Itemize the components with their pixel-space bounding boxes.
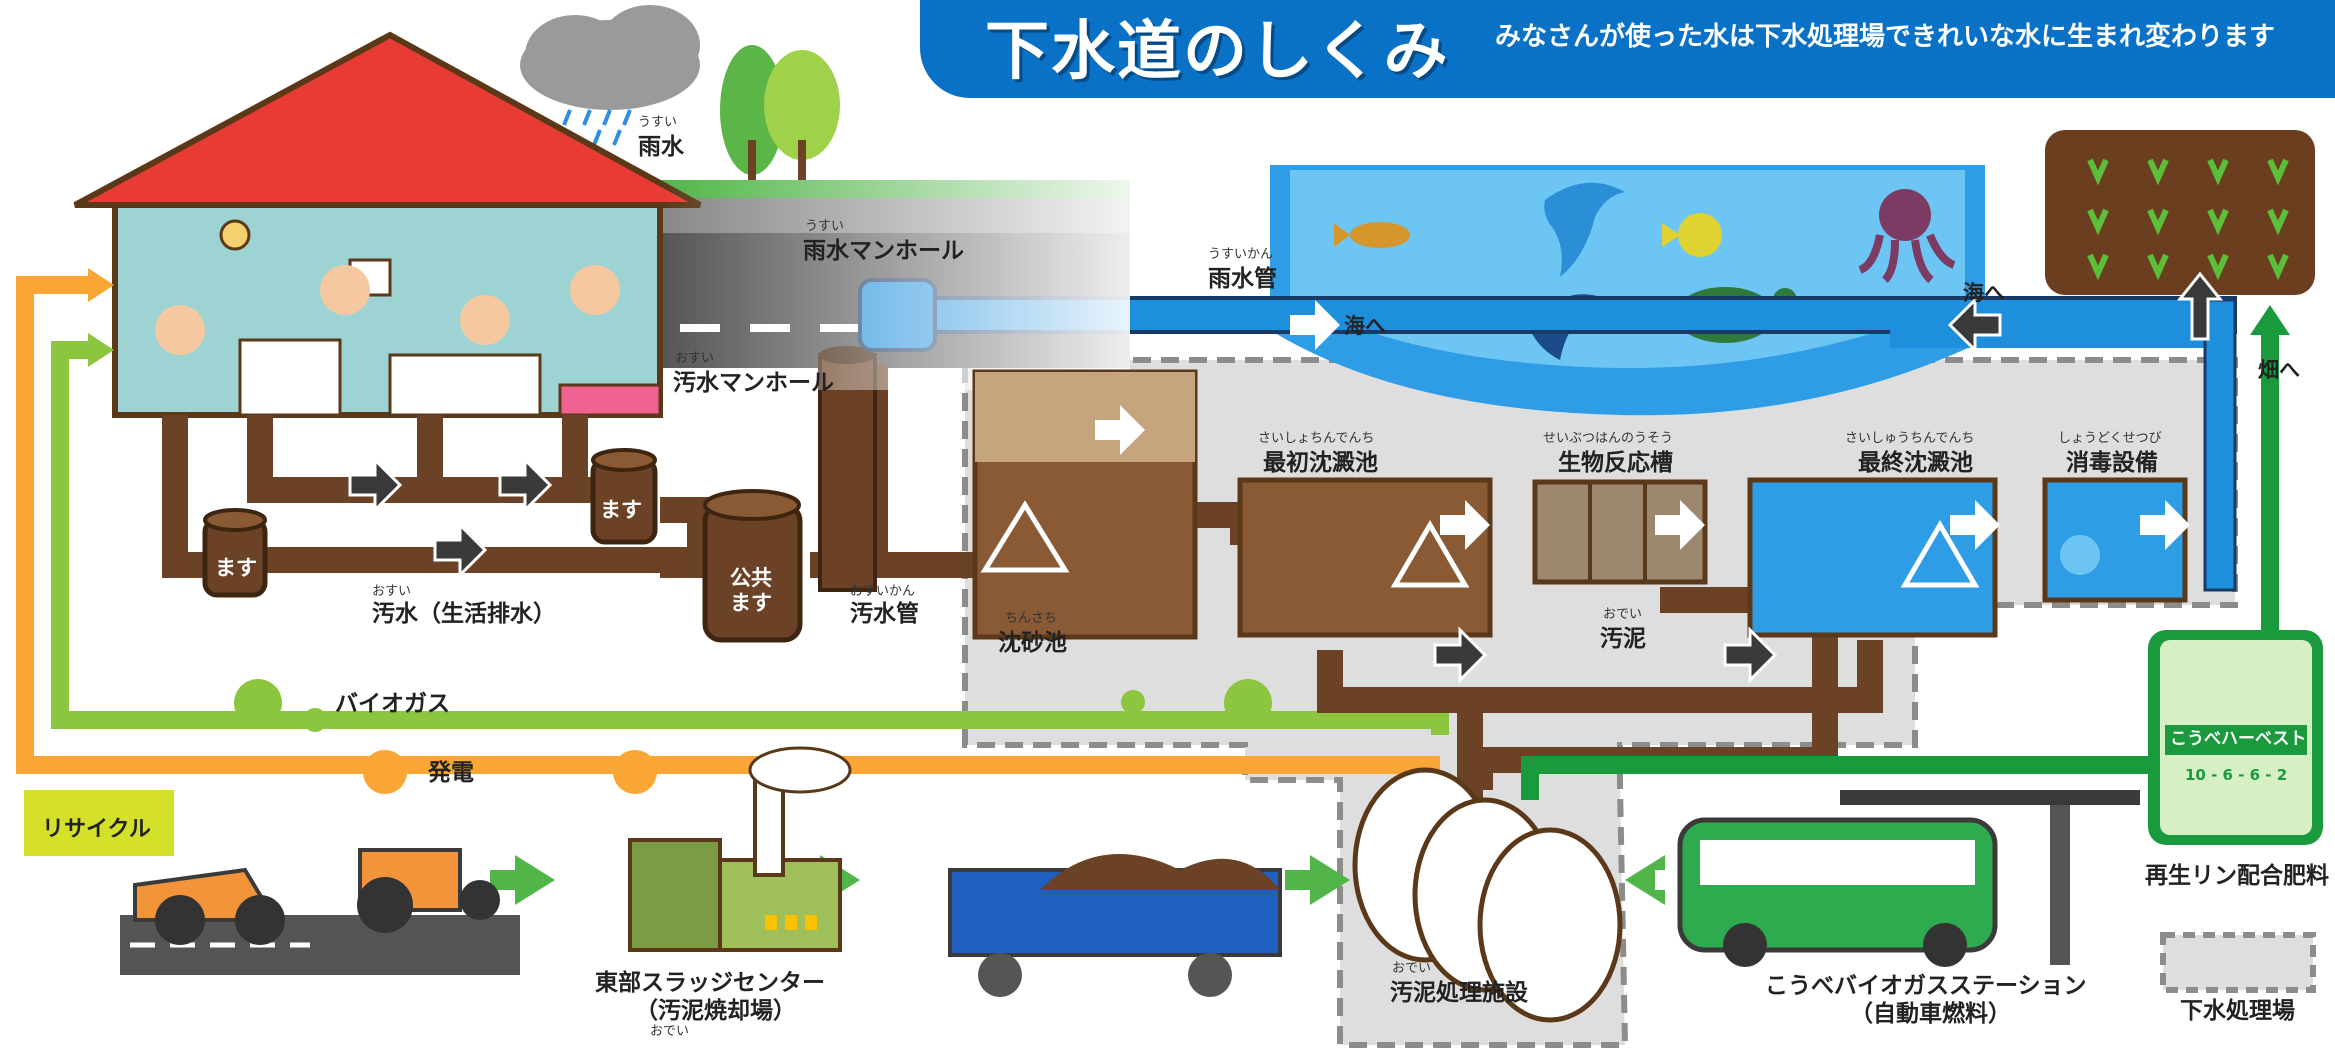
sludge-plant-ruby: おでい xyxy=(1392,961,1432,976)
fish-icon xyxy=(1334,222,1410,248)
road-roller-icon xyxy=(357,848,500,933)
biogas-line xyxy=(51,341,1449,735)
storm-manhole-label: 雨水マンホール xyxy=(803,238,964,264)
disinfection-unit xyxy=(2042,477,2188,603)
to-sea-label-2: 海へ xyxy=(1963,281,2005,305)
fertilizer-bag-icon xyxy=(2148,630,2323,845)
grit-chamber-unit xyxy=(972,369,1198,640)
to-field-label: 畑へ xyxy=(2258,358,2300,382)
grit-label: 沈砂池 xyxy=(998,630,1067,656)
arrow-icon xyxy=(1285,855,1350,905)
biogas-bubble-icon xyxy=(1224,679,1272,727)
arrow-icon xyxy=(1095,300,2190,550)
title-banner xyxy=(920,0,2335,98)
dolphin-icon xyxy=(1544,182,1625,277)
east-center-sub-label: （汚泥焼却場） xyxy=(635,998,796,1024)
rain-cloud-icon xyxy=(520,5,700,146)
primary-label: 最初沈澱池 xyxy=(1263,450,1378,476)
sludge-label: 汚泥 xyxy=(1600,626,1646,652)
masu-label-1: ます xyxy=(215,556,257,580)
final-label: 最終沈澱池 xyxy=(1858,450,1973,476)
bio-reactor-unit xyxy=(1532,479,1708,585)
bio-ruby: せいぶつはんのうそう xyxy=(1543,431,1674,446)
sewage-manhole-label: 汚水マンホール xyxy=(673,370,834,396)
disinfect-label: 消毒設備 xyxy=(2066,450,2158,476)
legend-label: 下水処理場 xyxy=(2180,998,2295,1024)
tree-icon xyxy=(720,45,840,200)
spark-icon xyxy=(363,750,407,794)
public-masu-icon xyxy=(702,489,803,643)
final-ruby: さいしゅうちんでんち xyxy=(1845,431,1975,446)
biogas-label: バイオガス xyxy=(335,691,450,717)
fertilizer-bag-label: こうべハーベスト xyxy=(2170,729,2307,749)
grit-ruby: ちんさち xyxy=(1005,611,1058,626)
power-label: 発電 xyxy=(428,760,474,786)
gas-tank-icon xyxy=(1352,767,1623,1023)
arrow-icon xyxy=(348,271,2224,684)
sewage-manhole-ruby: おすい xyxy=(675,351,715,366)
disinfect-ruby: しょうどくせつび xyxy=(2058,431,2162,446)
bio-label: 生物反応槽 xyxy=(1558,450,1673,476)
fertilizer-line xyxy=(1521,330,2279,800)
rain-label: 雨水 xyxy=(638,134,684,160)
fertilizer-bag-digits: 10 - 6 - 6 - 2 xyxy=(2185,766,2288,784)
sea xyxy=(1270,165,1985,416)
spark-icon xyxy=(613,750,657,794)
house xyxy=(73,31,702,418)
page-subtitle: みなさんが使った水は下水処理場できれいな水に生まれ変わります xyxy=(1495,22,2276,52)
farm-field-icon xyxy=(2045,130,2315,295)
page-title: 下水道のしくみ xyxy=(985,15,1450,89)
domestic-ruby: おすい xyxy=(372,584,412,599)
masu-label-2: ます xyxy=(600,498,642,522)
arrow-icon xyxy=(490,855,555,905)
storm-pipe-label: 雨水管 xyxy=(1208,266,1277,292)
fish-icon xyxy=(1662,213,1722,257)
octopus-icon xyxy=(1858,189,1956,284)
to-sea-label-1: 海へ xyxy=(1344,314,1386,338)
dump-truck-icon xyxy=(948,854,1282,997)
masu-small-icon xyxy=(590,448,658,545)
dump-truck-icon xyxy=(133,867,285,945)
sludge-plant-label: 汚泥処理施設 xyxy=(1390,980,1528,1006)
sludge-ruby: おでい xyxy=(1603,607,1643,622)
sewage-pipe-ruby: おすいかん xyxy=(850,584,916,599)
arrow-icon xyxy=(1625,855,1665,905)
station-label: こうべバイオガスステーション xyxy=(1765,973,2087,999)
sewage-pipe-label: 汚水管 xyxy=(850,601,919,627)
masu-small-icon xyxy=(202,508,268,598)
final-clarifier-unit xyxy=(1747,477,1998,638)
primary-clarifier-unit xyxy=(1237,477,1493,638)
factory-icon xyxy=(628,746,852,952)
storm-manhole-ruby: うすい xyxy=(805,219,845,234)
storm-pipe-ruby: うすいかん xyxy=(1208,247,1274,262)
station-sub-label: （自動車燃料） xyxy=(1850,1001,2011,1027)
power-line xyxy=(16,276,1440,774)
east-center-ruby: おでい xyxy=(650,1024,690,1039)
recycle-label: リサイクル xyxy=(42,817,151,842)
public-masu-label: 公共 ます xyxy=(730,566,772,616)
rain-ruby: うすい xyxy=(638,115,678,130)
recycle-tag: リサイクル xyxy=(24,790,174,856)
biogas-bubble-icon xyxy=(234,679,282,727)
domestic-label: 汚水（生活排水） xyxy=(372,601,556,627)
bus-icon xyxy=(1677,790,2140,967)
primary-ruby: さいしょちんでんち xyxy=(1258,431,1375,446)
legend-swatch xyxy=(2160,932,2316,993)
fertilizer-label: 再生リン配合肥料 xyxy=(2145,863,2329,889)
east-center-label: 東部スラッジセンター xyxy=(595,970,825,996)
